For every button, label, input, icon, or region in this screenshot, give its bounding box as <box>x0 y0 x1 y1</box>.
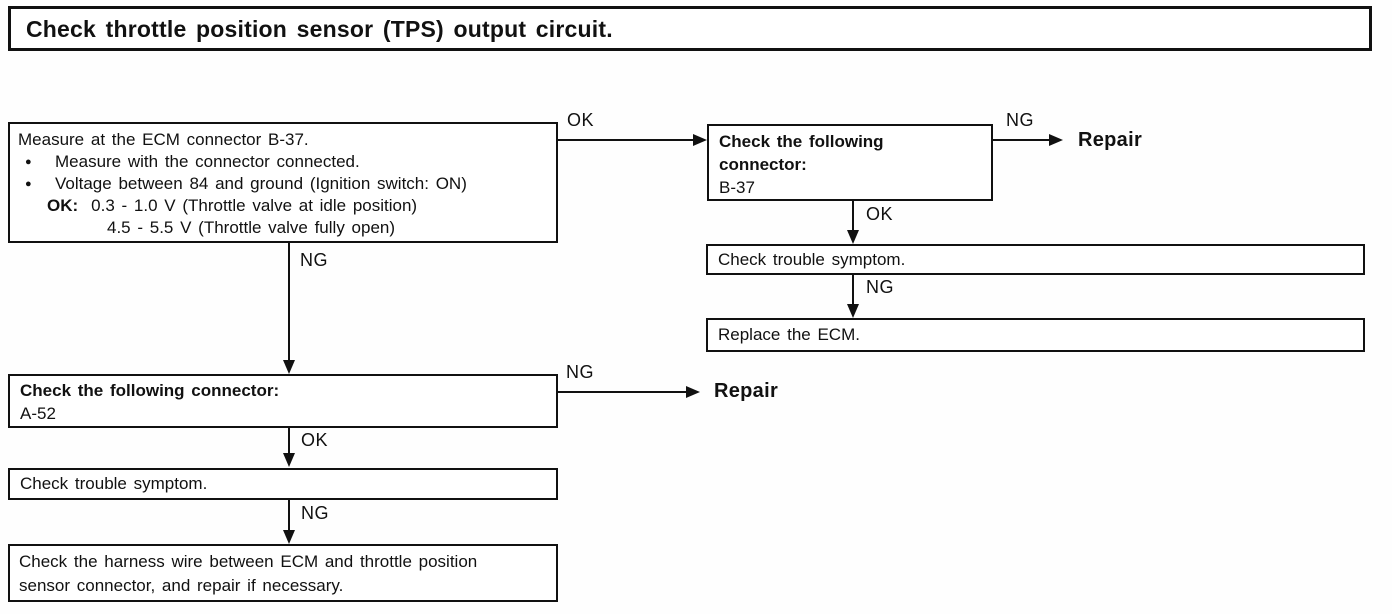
measure-ecm-ok-line1: OK: 0.3 - 1.0 V (Throttle valve at idle p… <box>18 195 548 217</box>
arrow-line-a52-to-repair <box>558 391 687 393</box>
measure-ecm-bullet-2-text: Voltage between 84 and ground (Ignition … <box>55 174 467 193</box>
node-check-trouble-symptom-left: Check trouble symptom. <box>8 468 558 500</box>
edge-label-ng-symptom-to-harness: NG <box>301 503 329 523</box>
b37-heading-line2: connector: <box>719 155 807 174</box>
page-title-text: Check throttle position sensor (TPS) out… <box>26 15 613 42</box>
measure-ecm-heading: Measure at the ECM connector B-37. <box>18 130 309 149</box>
check-harness-text: Check the harness wire between ECM and t… <box>19 552 478 595</box>
measure-ecm-ok-line2: 4.5 - 5.5 V (Throttle valve fully open) <box>107 218 396 237</box>
node-check-trouble-symptom-right: Check trouble symptom. <box>706 244 1365 275</box>
check-trouble-symptom-right-text: Check trouble symptom. <box>718 249 906 269</box>
node-check-connector-b37: Check the following connector: B-37 <box>707 124 993 201</box>
node-check-connector-a52: Check the following connector: A-52 <box>8 374 558 428</box>
a52-connector-id: A-52 <box>20 404 56 423</box>
edge-label-ng-a52-to-repair: NG <box>566 362 594 382</box>
arrowhead-down-icon <box>283 530 295 544</box>
measure-ecm-bullet-1: ● Measure with the connector connected. <box>18 151 548 173</box>
arrowhead-down-icon <box>283 453 295 467</box>
node-measure-ecm: Measure at the ECM connector B-37. ● Mea… <box>8 122 558 243</box>
terminal-repair-middle: Repair <box>714 380 779 402</box>
arrow-line-a52-to-symptom <box>288 428 290 455</box>
bullet-icon: ● <box>25 178 32 190</box>
b37-connector-id: B-37 <box>719 178 755 197</box>
arrow-line-measure-to-b37 <box>558 139 696 141</box>
bullet-icon: ● <box>25 156 32 168</box>
node-check-harness: Check the harness wire between ECM and t… <box>8 544 558 602</box>
edge-label-ng-symptom-to-replace: NG <box>866 277 894 297</box>
b37-heading-line1: Check the following <box>719 132 884 151</box>
arrow-line-symptom-to-replace <box>852 275 854 305</box>
measure-ecm-bullet-2: ● Voltage between 84 and ground (Ignitio… <box>18 173 548 195</box>
measure-ecm-bullet-1-text: Measure with the connector connected. <box>55 152 360 171</box>
arrowhead-down-icon <box>847 304 859 318</box>
terminal-repair-top: Repair <box>1078 129 1143 151</box>
arrowhead-right-icon <box>686 386 700 398</box>
edge-label-ng-b37-to-repair: NG <box>1006 110 1034 130</box>
arrowhead-down-icon <box>847 230 859 244</box>
edge-label-ng-measure-to-a52: NG <box>300 250 328 270</box>
check-trouble-symptom-left-text: Check trouble symptom. <box>20 474 208 493</box>
arrow-line-b37-to-symptom <box>852 201 854 232</box>
arrow-line-measure-to-a52 <box>288 243 290 362</box>
arrow-line-symptom-to-harness <box>288 500 290 531</box>
arrowhead-right-icon <box>693 134 707 146</box>
node-replace-ecm: Replace the ECM. <box>706 318 1365 352</box>
a52-heading: Check the following connector: <box>20 381 280 400</box>
page-title: Check throttle position sensor (TPS) out… <box>8 6 1372 51</box>
replace-ecm-text: Replace the ECM. <box>718 325 860 344</box>
edge-label-ok-measure-to-b37: OK <box>567 110 595 130</box>
arrowhead-right-icon <box>1049 134 1063 146</box>
edge-label-ok-a52-to-symptom: OK <box>301 430 329 450</box>
ok-value-1: 0.3 - 1.0 V (Throttle valve at idle posi… <box>91 196 418 215</box>
ok-prefix: OK: <box>47 196 79 215</box>
edge-label-ok-b37-to-symptom: OK <box>866 204 894 224</box>
arrowhead-down-icon <box>283 360 295 374</box>
arrow-line-b37-to-repair <box>993 139 1050 141</box>
